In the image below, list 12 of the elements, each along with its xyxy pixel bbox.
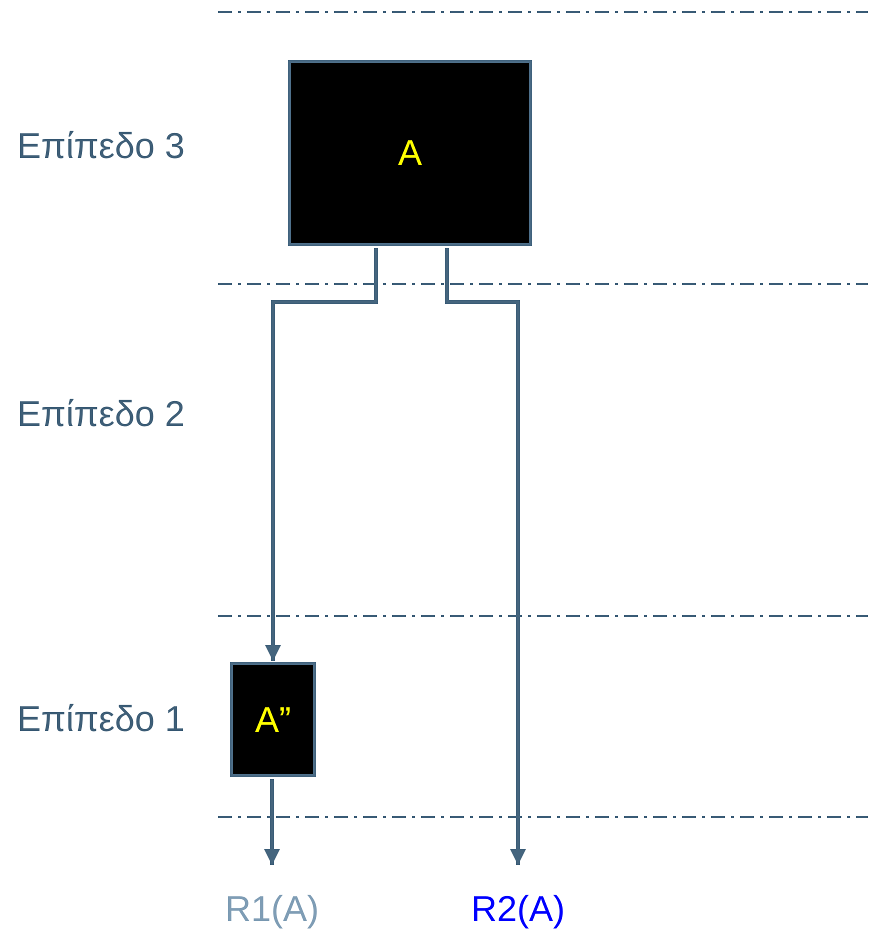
block-box: [288, 60, 532, 246]
block-box: [230, 662, 316, 777]
block-label: A: [398, 132, 422, 174]
level-label: Επίπεδο 3: [17, 125, 185, 167]
block-label: A”: [255, 698, 291, 740]
result-label: R2(A): [459, 866, 577, 930]
level-label: Επίπεδο 1: [17, 698, 185, 740]
result-label: R1(A): [212, 866, 332, 930]
arrow: [264, 779, 280, 865]
level-label: Επίπεδο 2: [17, 393, 185, 435]
arrow: [265, 248, 378, 661]
arrow: [445, 248, 526, 865]
